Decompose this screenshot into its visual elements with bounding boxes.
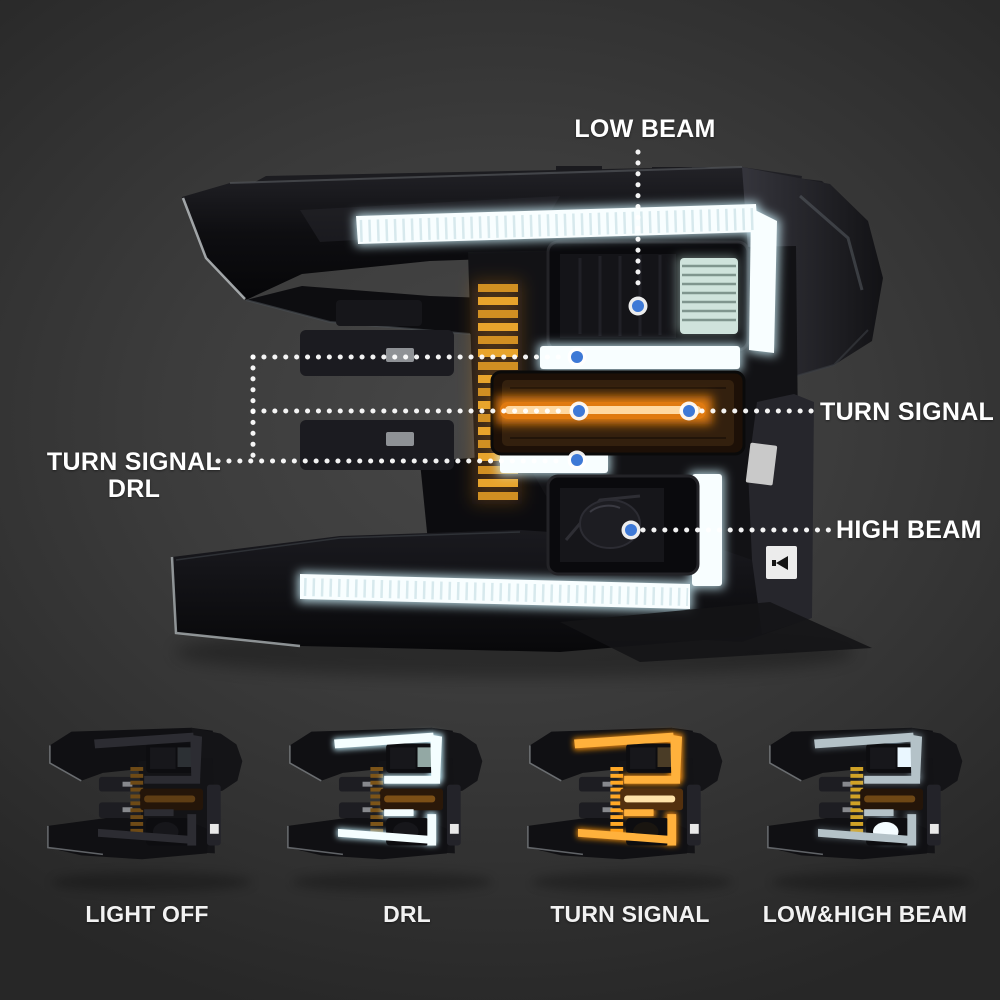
turn-signal-drl-line1: TURN SIGNAL <box>46 448 222 476</box>
drl-top-marker-dot <box>567 347 587 367</box>
variant-thumb-drl <box>288 728 482 860</box>
warning-sticker <box>745 442 778 486</box>
variant-label-drl: DRL <box>383 901 431 927</box>
turn-signal-drl-line2: DRL <box>107 475 161 503</box>
turn-signal-drl-callout-label: TURN SIGNAL DRL <box>44 449 224 503</box>
variant-thumb-turn-signal <box>528 728 722 860</box>
variant-label-light-off: LIGHT OFF <box>85 901 209 927</box>
connector-arrow-icon <box>776 556 788 570</box>
hero-headlight-illustration <box>170 166 883 678</box>
annotation-overlay <box>215 149 833 540</box>
side-bracket <box>745 394 814 634</box>
high-beam-marker-dot <box>621 520 641 540</box>
variant-label-turn-signal: TURN SIGNAL <box>550 901 710 927</box>
variant-label-low-high-beam: LOW&HIGH BEAM <box>762 901 968 927</box>
drl-bottom-marker-dot <box>567 450 587 470</box>
mounting-brackets <box>300 300 454 470</box>
variant-thumb-light-off <box>48 728 242 860</box>
turn-signal-chamber <box>490 370 746 456</box>
low-beam-callout-label: LOW BEAM <box>574 115 716 143</box>
turn-signal-callout-label: TURN SIGNAL <box>820 398 995 426</box>
turn-signal-marker-dot-left <box>569 401 589 421</box>
variant-thumbnails <box>48 728 972 892</box>
low-beam-marker-dot <box>628 296 648 316</box>
high-beam-callout-label: HIGH BEAM <box>836 516 982 544</box>
low-beam-chamber <box>546 240 750 352</box>
turn-signal-marker-dot-right <box>679 401 699 421</box>
variant-thumb-low-high-beam <box>768 728 962 860</box>
